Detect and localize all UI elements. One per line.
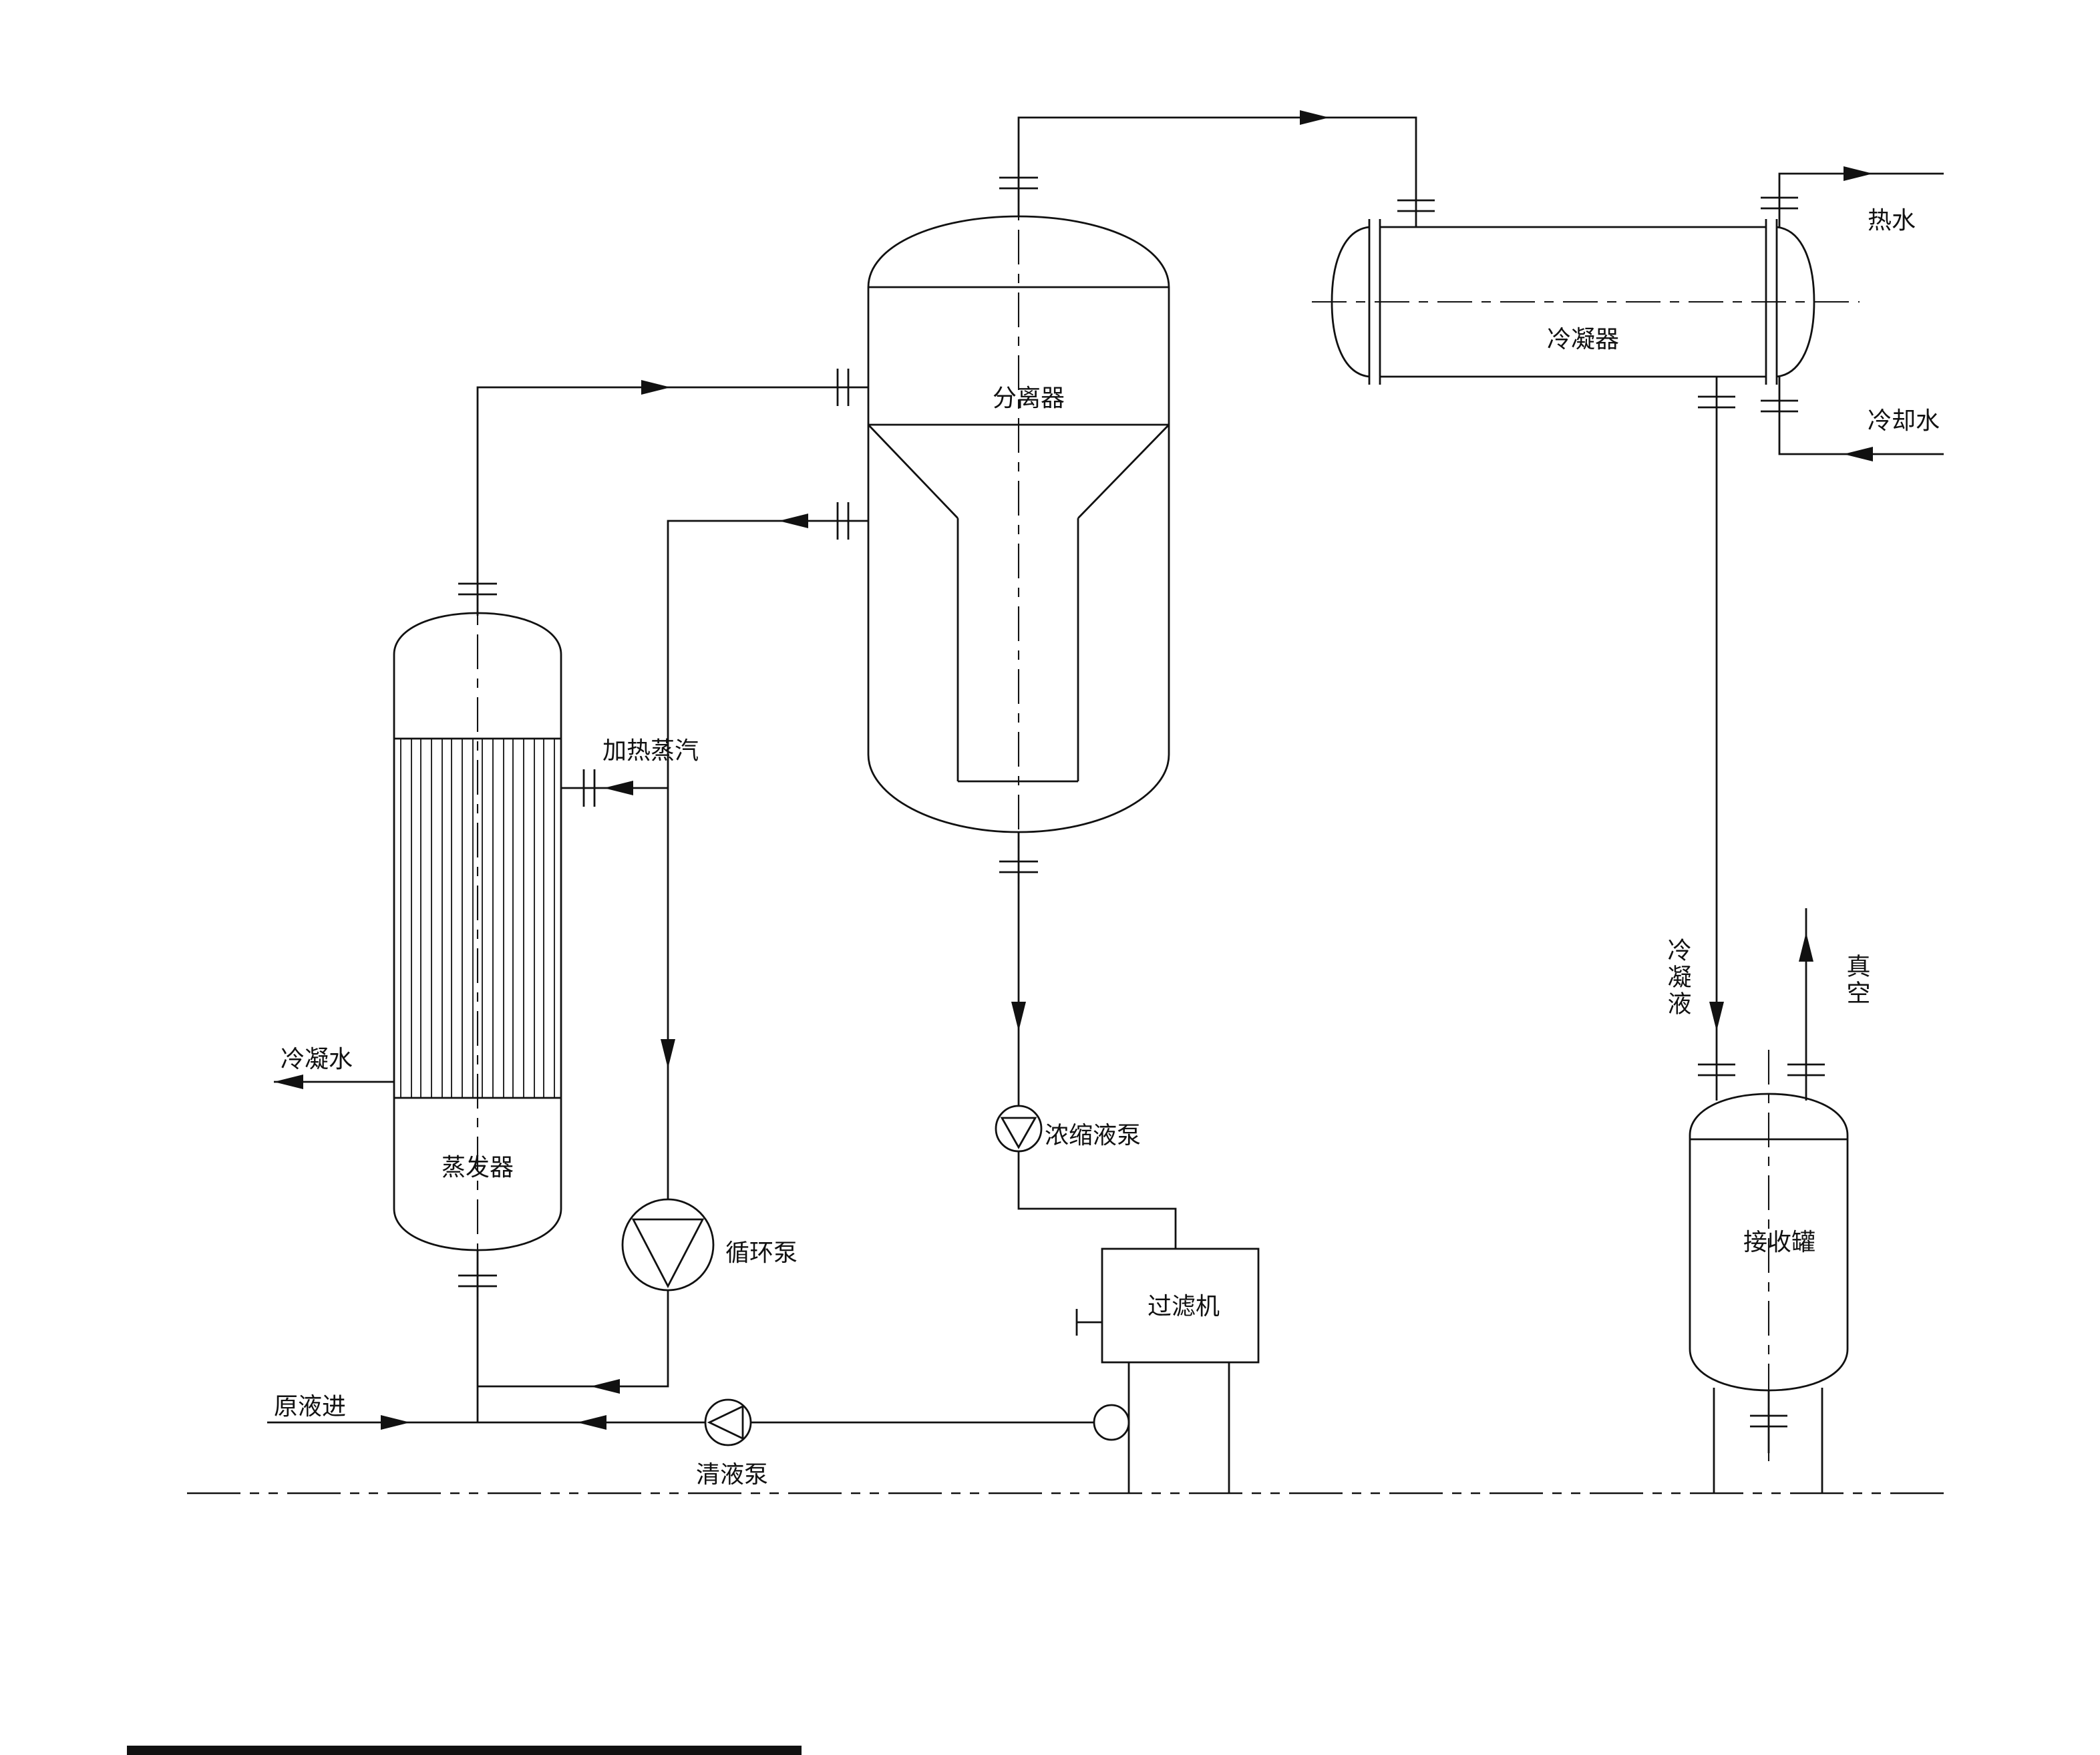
pipe-separator-to-circulation-pump xyxy=(667,520,868,1199)
receiver-tank-label: 接收罐 xyxy=(1743,1228,1815,1255)
flange-receiver-inlet xyxy=(1698,1063,1735,1077)
condenser-shell xyxy=(1331,219,1815,385)
arrow-raw-feed-right xyxy=(381,1415,410,1430)
filter-legs xyxy=(1127,1362,1230,1493)
arrow-vapor-to-separator xyxy=(641,380,671,395)
circulation-pump-symbol xyxy=(621,1198,715,1292)
flange-condenser-hot-water xyxy=(1761,196,1798,210)
flange-steam-nozzle xyxy=(582,769,596,807)
clear-liquid-pump-casing xyxy=(704,1398,752,1446)
condenser-label: 冷凝器 xyxy=(1547,325,1619,353)
pipe-hot-water-outlet xyxy=(1778,172,1944,227)
filter-loop-seal xyxy=(1093,1404,1130,1441)
hot-water-label: 热水 xyxy=(1868,206,1916,234)
clear-liquid-pump-symbol xyxy=(704,1398,752,1446)
condenser-vessel xyxy=(1331,219,1815,385)
condensate-liquid-label: 冷凝液 xyxy=(1665,938,1692,1018)
concentrate-pump-label: 浓缩液泵 xyxy=(1045,1121,1141,1149)
arrow-vapor-to-condenser xyxy=(1300,110,1329,125)
arrow-cooling-water-in xyxy=(1844,447,1873,461)
pipe-concentrate-to-filter xyxy=(1017,1151,1177,1249)
flange-receiver-bottom xyxy=(1750,1414,1787,1428)
piping xyxy=(267,116,1944,1453)
flange-marks xyxy=(458,176,1825,1428)
flange-separator-liquid-outlet xyxy=(836,502,850,540)
circulation-pump-casing xyxy=(621,1198,715,1292)
separator-internal-cone xyxy=(867,423,1170,783)
circulation-pump-impeller xyxy=(631,1218,705,1289)
condensate-water-label: 冷凝水 xyxy=(281,1045,353,1072)
pipe-cooling-water-inlet xyxy=(1778,377,1944,455)
filter-body xyxy=(1101,1247,1260,1364)
flange-condenser-cooling-water xyxy=(1761,399,1798,413)
flange-receiver-vacuum xyxy=(1787,1063,1825,1077)
arrow-hot-water-out xyxy=(1844,166,1873,181)
filter-label: 过滤机 xyxy=(1148,1292,1220,1320)
scan-edge-artifact xyxy=(127,1746,802,1755)
clear-liquid-pump-label: 清液泵 xyxy=(696,1460,768,1488)
flange-condenser-condensate xyxy=(1698,395,1735,409)
vacuum-label: 真空 xyxy=(1844,954,1871,1007)
concentrate-pump-symbol xyxy=(995,1105,1043,1153)
evaporator-label: 蒸发器 xyxy=(442,1153,514,1181)
raw-feed-label: 原液进 xyxy=(274,1392,346,1420)
labels: 蒸发器 分离器 冷凝器 接收罐 过滤机 循环泵 清液泵 浓缩液泵 加热蒸汽 冷凝… xyxy=(274,206,1940,1488)
flange-condenser-vapor-inlet xyxy=(1397,199,1435,212)
arrow-pump-discharge-left xyxy=(590,1379,620,1394)
arrow-condensate-water-out xyxy=(274,1075,303,1089)
filter-unit xyxy=(1093,1247,1260,1493)
pipe-evaporator-to-separator-vapor xyxy=(476,386,868,616)
arrow-concentrate-down xyxy=(1011,1002,1026,1031)
arrow-clear-liquid-left xyxy=(577,1415,606,1430)
heating-steam-label: 加热蒸汽 xyxy=(602,737,699,764)
flange-separator-bottom xyxy=(999,860,1038,873)
cooling-water-label: 冷却水 xyxy=(1868,407,1940,434)
circulation-pump-label: 循环泵 xyxy=(725,1239,798,1266)
flange-separator-vapor-inlet xyxy=(836,369,850,406)
arrow-condensate-to-receiver xyxy=(1709,1002,1724,1031)
flow-arrows xyxy=(274,110,1873,1430)
flange-separator-top xyxy=(999,176,1038,190)
arrow-separator-liquid-out xyxy=(779,514,808,528)
arrow-vacuum-up xyxy=(1799,932,1813,962)
arrow-heating-steam-in xyxy=(604,781,633,795)
concentrate-pump-casing xyxy=(995,1105,1043,1153)
flange-evaporator-top xyxy=(458,582,497,596)
concentrate-pump-impeller xyxy=(1000,1117,1037,1149)
arrow-down-to-circulation-pump xyxy=(661,1039,675,1068)
clear-liquid-pump-impeller xyxy=(707,1404,744,1440)
flange-evaporator-bottom xyxy=(458,1274,497,1288)
pipe-circulation-pump-discharge xyxy=(478,1290,669,1388)
separator-label: 分离器 xyxy=(993,384,1065,411)
evaporator-tube-bundle xyxy=(400,739,555,1098)
pipe-separator-to-condenser-vapor xyxy=(1017,116,1417,227)
